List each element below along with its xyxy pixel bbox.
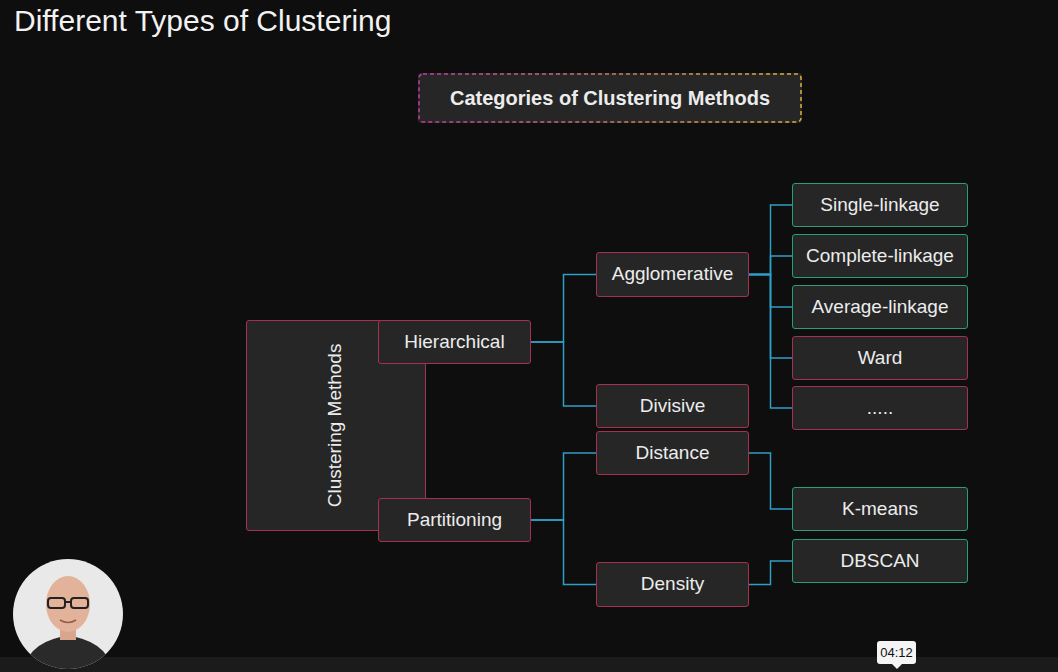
page-title: Different Types of Clustering [14,4,391,38]
node-label: Single-linkage [820,194,939,217]
category-box: Distance [596,431,749,475]
category-box: Ward [792,336,968,380]
timestamp-tooltip: 04:12 [877,641,916,664]
tree-connector [531,342,596,406]
tree-connector [531,275,596,343]
node-label: Distance [636,442,710,465]
category-box: K-means [792,487,968,531]
category-box: Divisive [596,384,749,428]
category-box: Average-linkage [792,285,968,329]
node-label: Ward [858,347,903,370]
node-label: Divisive [640,395,705,418]
presenter-avatar [13,559,123,672]
category-box: Density [596,562,749,607]
tree-connector [749,205,792,275]
node-label: Density [641,573,704,596]
tree-connector [749,256,792,275]
tree-connector [749,453,792,509]
node-label: Categories of Clustering Methods [450,86,770,110]
category-box: Complete-linkage [792,234,968,278]
tree-connector [531,453,596,520]
node-label: Hierarchical [404,331,504,354]
category-box: Partitioning [378,498,531,542]
tree-connector [531,520,596,585]
node-label: K-means [842,498,918,521]
category-box: Agglomerative [596,252,749,297]
tree-connector [749,275,792,409]
category-box: ..... [792,386,968,430]
category-box: Single-linkage [792,183,968,227]
node-label: Clustering Methods [324,344,347,508]
tooltip-pointer [892,664,902,669]
node-label: DBSCAN [840,550,919,573]
node-label: Average-linkage [812,296,949,319]
category-box: Hierarchical [378,320,531,364]
category-box: DBSCAN [792,539,968,583]
tree-connector [749,561,792,585]
node-label: Partitioning [407,509,502,532]
node-label: Agglomerative [612,263,733,286]
node-label: ..... [867,397,893,420]
node-label: Complete-linkage [806,245,954,268]
heading-box: Categories of Clustering Methods [418,73,802,123]
